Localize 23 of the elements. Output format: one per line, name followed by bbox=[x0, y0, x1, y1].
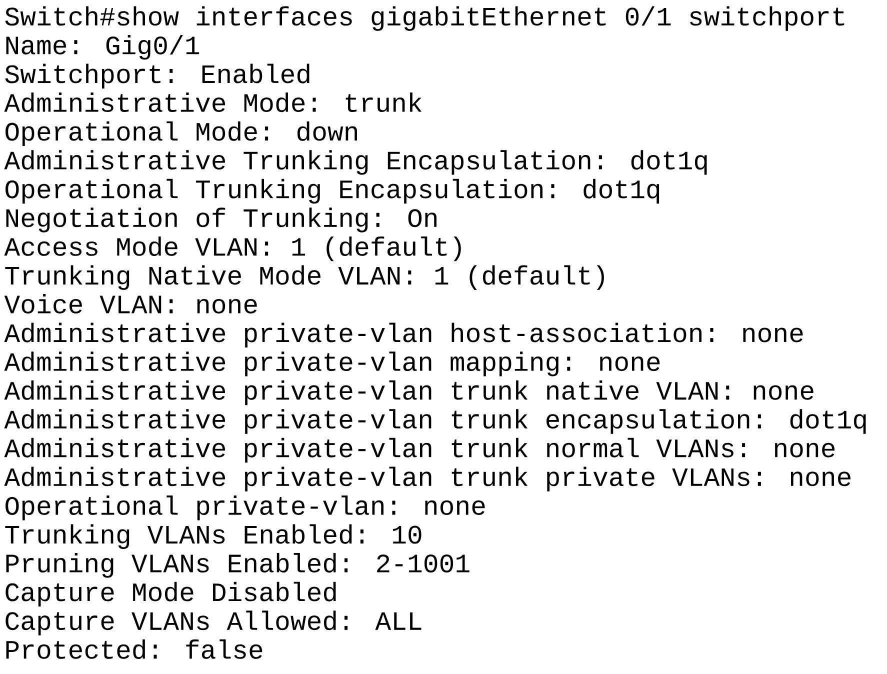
terminal-line: Pruning VLANs Enabled: 2-1001 bbox=[6, 553, 470, 578]
terminal-line: Operational Trunking Encapsulation: dot1q bbox=[6, 178, 660, 204]
terminal-line: Voice VLAN: none bbox=[4, 294, 257, 314]
terminal-line: Negotiation of Trunking: On bbox=[6, 208, 436, 232]
terminal-line: Operational Mode: down bbox=[6, 121, 357, 146]
terminal-line: Trunking VLANs Enabled: 10 bbox=[5, 524, 422, 549]
terminal-line: Operational private-vlan: none bbox=[6, 496, 485, 520]
terminal-line: Switch#show interfaces gigabitEthernet 0/1 switchport bbox=[5, 6, 844, 31]
terminal-line: Administrative private-vlan trunk encapsulation: dot1q bbox=[4, 409, 866, 434]
terminal-line: Administrative private-vlan host-association: none bbox=[4, 322, 803, 348]
terminal-line: Administrative private-vlan trunk private VLANs: none bbox=[4, 466, 850, 492]
terminal-line: Administrative private-vlan mapping: none bbox=[4, 352, 660, 376]
terminal-line: Capture Mode Disabled bbox=[6, 582, 336, 607]
terminal-line: Capture VLANs Allowed: ALL bbox=[6, 610, 422, 636]
terminal-line: Trunking Native Mode VLAN: 1 (default) bbox=[5, 265, 604, 290]
terminal-line: Name: Gig0/1 bbox=[6, 34, 200, 60]
terminal-line: Access Mode VLAN: 1 (default) bbox=[4, 236, 461, 262]
terminal-line: Switchport: Enabled bbox=[5, 64, 310, 88]
terminal-line: Administrative Trunking Encapsulation: dot1q bbox=[4, 150, 707, 175]
terminal-line: Administrative private-vlan trunk normal VLANs: none bbox=[4, 438, 835, 463]
terminal-line: Protected: false bbox=[6, 639, 262, 659]
terminal-line: Administrative Mode: trunk bbox=[4, 92, 422, 112]
terminal-line: Administrative private-vlan trunk native VLAN: none bbox=[4, 380, 814, 406]
